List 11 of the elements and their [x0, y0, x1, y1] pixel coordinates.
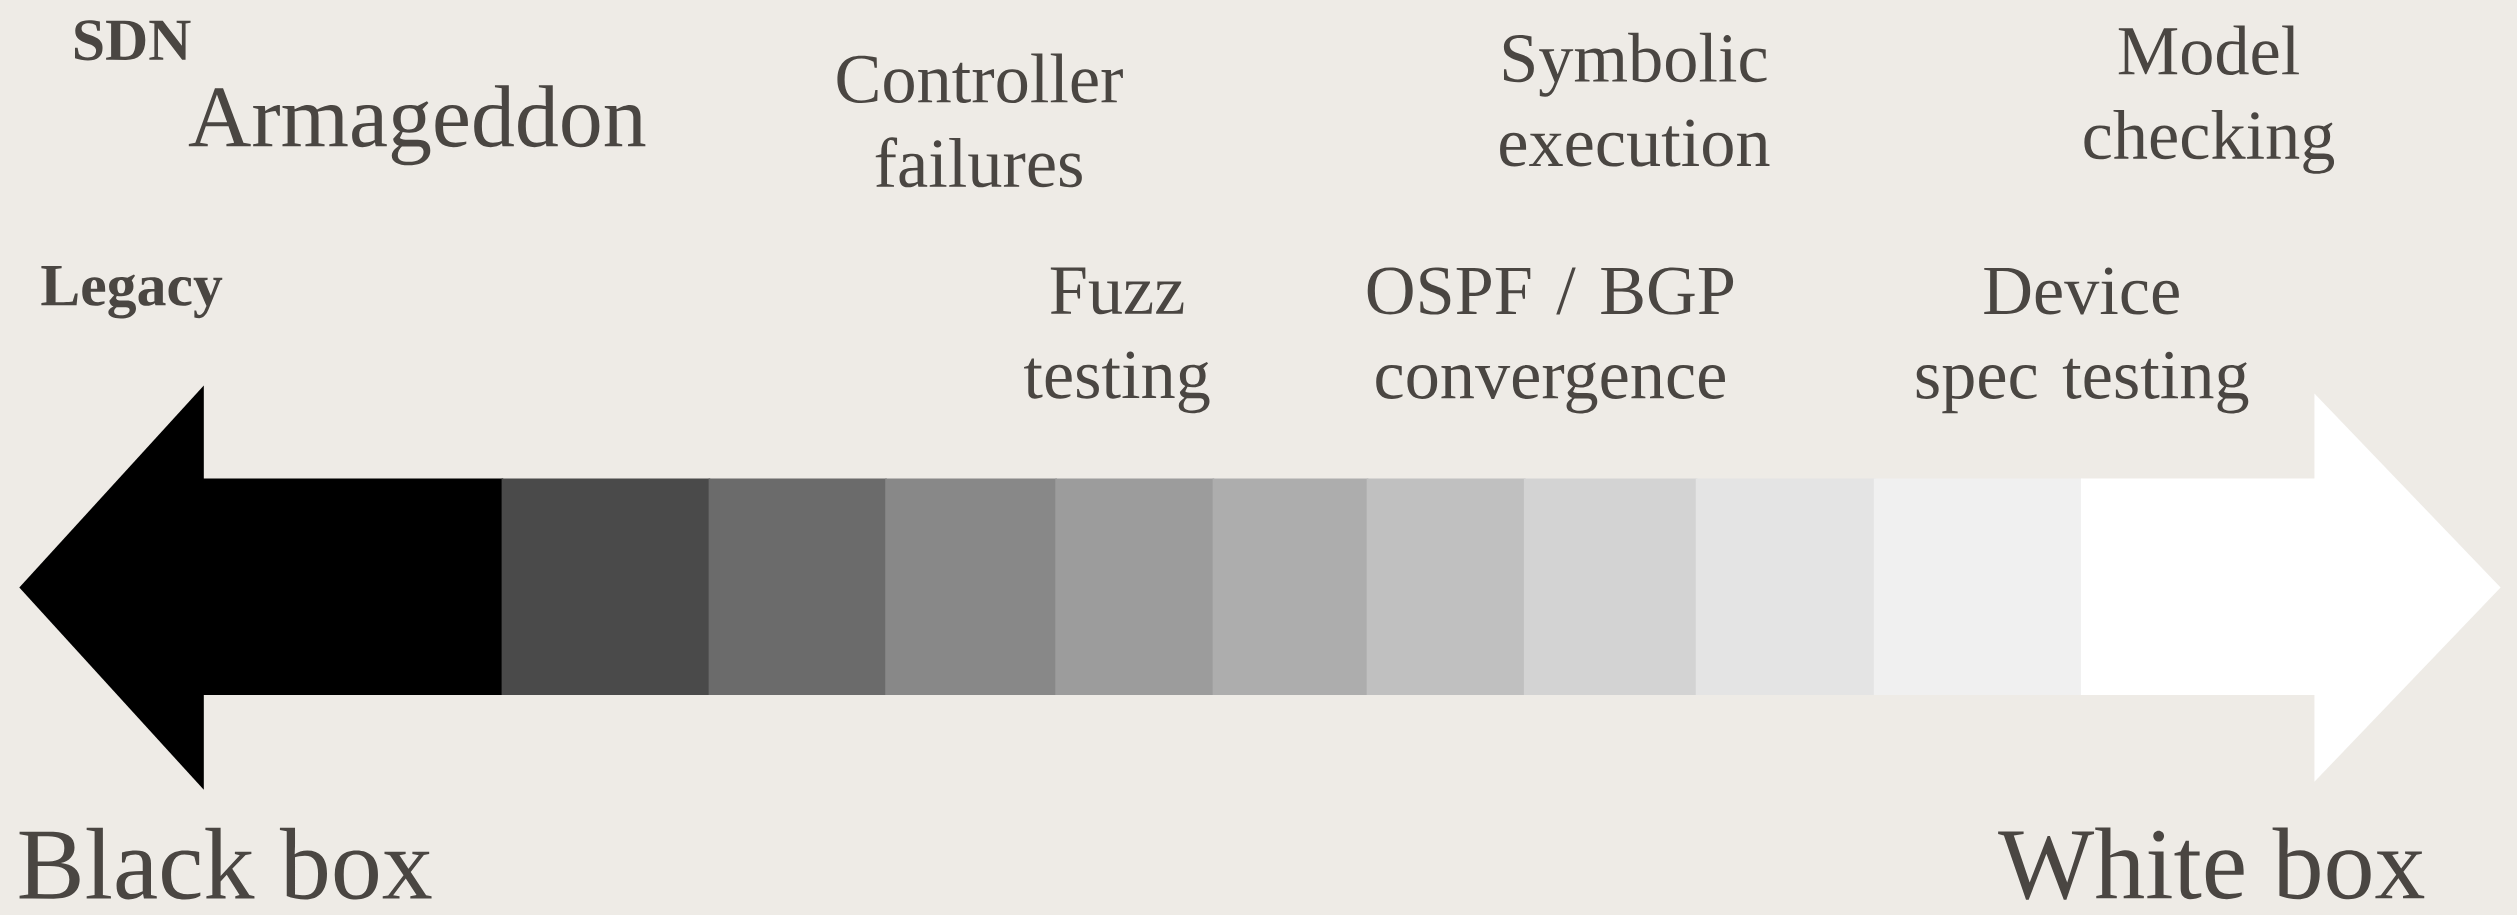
scale-label: White box [1998, 827, 2425, 900]
scale-label: Controller failures [837, 53, 1123, 188]
scale-label: Armageddon [188, 85, 646, 166]
scale-label: Legacy [41, 266, 223, 319]
scale-label: SDN [75, 20, 191, 61]
scale-label: Device spec testing [1916, 267, 2249, 414]
scale-label: Fuzz testing [1024, 267, 1210, 414]
scale-label: Black box [19, 827, 432, 900]
scale-label: Symbolic execution [1500, 32, 1770, 167]
scale-label: Model checking [2084, 25, 2335, 174]
scale-label: OSPF / BGP convergence [1367, 267, 1734, 414]
